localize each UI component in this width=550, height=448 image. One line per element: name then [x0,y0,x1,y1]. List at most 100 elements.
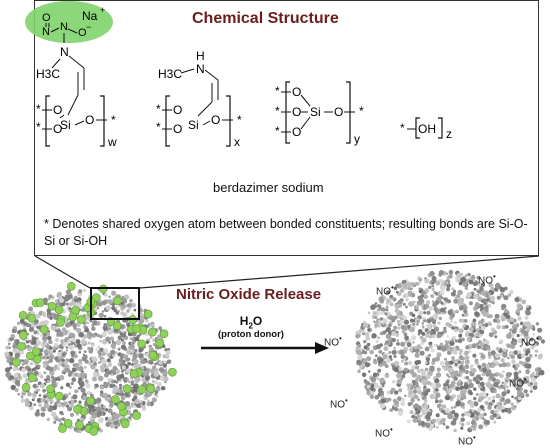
atom [397,299,403,305]
atom [440,302,444,305]
unit-w-o3: O [85,113,94,127]
atom [88,362,92,365]
atom [496,295,501,300]
atom [68,370,73,375]
atom [433,306,439,312]
atom [497,372,502,377]
atom [69,357,75,364]
atom [374,394,380,400]
atom [372,372,378,378]
sodium-sphere [143,309,153,319]
atom [404,394,407,397]
reagent-label: H2O [239,314,263,331]
atom [375,344,381,350]
zoom-box [90,287,140,320]
sodium-sphere [155,338,165,348]
atom [95,348,98,351]
atom [476,345,481,350]
atom [512,382,517,388]
atom [117,347,121,351]
atom [460,422,465,427]
atom [158,361,163,365]
atom [133,395,138,400]
atom [62,353,66,357]
atom [393,315,398,320]
atom [446,335,449,338]
atom [416,414,421,419]
atom [422,338,427,343]
atom [76,343,82,349]
atom [131,302,137,308]
atom [385,312,388,316]
atom [21,359,24,362]
atom [385,372,389,376]
atom [449,340,455,346]
atom [490,327,496,332]
atom [401,397,405,402]
atom [465,278,470,283]
atom [516,333,520,338]
atom [398,366,403,371]
atom [388,355,392,359]
atom [450,406,454,410]
atom [37,364,41,369]
atom [490,286,495,291]
atom [96,333,100,338]
atom [400,359,404,363]
atom [475,380,480,385]
shared-oxygen-note: * Denotes shared oxygen atom between bon… [44,217,528,248]
atom [36,383,39,387]
sodium-sphere [112,321,122,330]
atom [115,311,120,315]
atom [121,295,125,299]
atom [453,350,458,355]
atom [454,328,458,333]
atom [107,329,113,335]
atom [406,419,411,424]
atom [412,340,415,344]
atom [435,356,440,362]
atom [401,330,406,334]
atom [538,369,545,376]
atom [486,369,492,374]
atom [380,398,386,404]
atom [414,352,420,358]
atom [373,320,376,323]
atom [443,366,448,371]
sodium-sphere [159,329,169,339]
atom [411,379,416,384]
atom [418,310,424,316]
atom [113,308,118,313]
atom [382,318,388,324]
atom [51,411,57,417]
structure-drawing: O N N O − Na + N H3C Si O O O * * * w [25,1,452,149]
atom [460,393,466,399]
atom [420,414,423,418]
atom [421,371,427,377]
atom [389,408,394,412]
atom [40,334,43,337]
atom [495,283,501,289]
atom [74,295,78,299]
sodium-sphere [137,339,146,349]
atom [458,365,464,370]
atom [428,335,432,339]
atom [502,370,505,374]
unit-x-nitrogen: N [196,62,205,76]
atom [449,360,454,365]
atom [129,298,133,303]
atom [524,315,529,320]
atom [414,282,418,286]
atom [440,312,444,315]
atom [525,356,531,362]
atom [485,363,491,369]
atom [121,298,127,303]
atom [534,349,539,353]
no-label-5: NO• [509,375,527,390]
atom [467,272,471,277]
atom [110,423,115,428]
atom [67,343,71,346]
atom [487,353,492,357]
atom [434,300,440,305]
sodium-charge: + [100,5,105,15]
